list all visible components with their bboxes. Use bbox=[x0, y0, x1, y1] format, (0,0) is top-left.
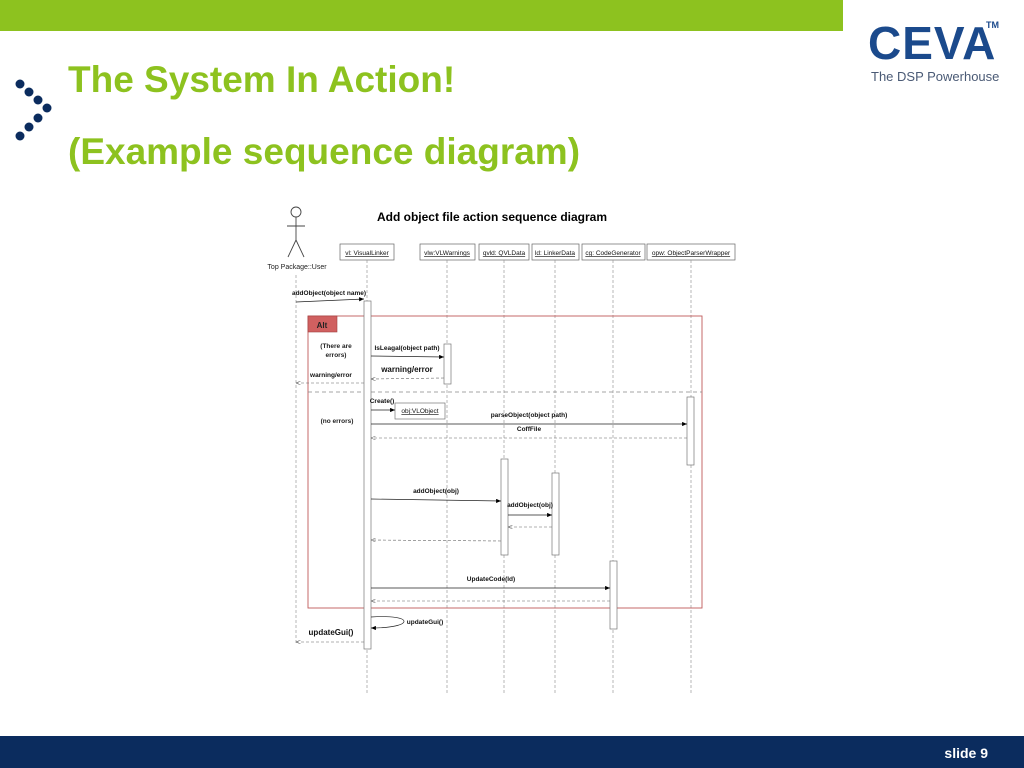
slide-title: The System In Action! bbox=[68, 59, 456, 100]
alt-guard-errors: (There are bbox=[320, 343, 352, 350]
message-warning-error-user: warning/error bbox=[309, 372, 352, 379]
user-actor-icon bbox=[287, 206, 305, 258]
logo-wordmark: CEVA bbox=[868, 17, 997, 69]
message-update-code: UpdateCode(ld) bbox=[467, 576, 515, 583]
lifeline-head-linkerdata: ld: LinkerData bbox=[531, 243, 580, 261]
message-update-gui-self: updateGui() bbox=[407, 619, 443, 626]
message-update-gui-user: updateGui() bbox=[309, 628, 354, 637]
alt-guard-no-errors: (no errors) bbox=[321, 418, 354, 425]
dotted-chevron-icon bbox=[15, 79, 52, 141]
activation-bars bbox=[363, 300, 695, 650]
return-arrow bbox=[371, 540, 502, 541]
lifeline-label: opw: ObjectParserWrapper bbox=[652, 250, 731, 257]
message-arrow bbox=[295, 297, 365, 303]
slide-number: slide 9 bbox=[944, 745, 988, 761]
footer-bar: slide 9 bbox=[0, 736, 1024, 768]
message-add-object-obj-1: addObject(obj) bbox=[413, 488, 459, 495]
sequence-diagram: Add object file action sequence diagram … bbox=[267, 206, 736, 695]
return-arrow bbox=[371, 378, 445, 379]
lifeline-head-qvldata: qvld: QVLData bbox=[478, 243, 530, 261]
message-is-legal: IsLeagal(object path) bbox=[374, 345, 439, 352]
self-message-arrow bbox=[370, 616, 405, 631]
alt-fragment bbox=[307, 315, 703, 609]
ceva-logo: CEVA TM The DSP Powerhouse bbox=[862, 18, 1012, 88]
lifeline-head-visuallinker: vl: VisualLinker bbox=[339, 243, 395, 261]
actor-label: Top Package::User bbox=[267, 264, 327, 271]
message-arrow bbox=[370, 498, 502, 504]
message-coff-file: CoffFile bbox=[517, 426, 542, 433]
logo-tagline: The DSP Powerhouse bbox=[871, 69, 1000, 84]
lifeline-label: cg: CodeGenerator bbox=[585, 250, 641, 257]
alt-operator-label: Alt bbox=[317, 321, 328, 330]
alt-operator-tab bbox=[307, 315, 338, 333]
created-object-vlobject: obj:VLObject bbox=[394, 402, 446, 420]
diagram-title: Add object file action sequence diagram bbox=[377, 210, 607, 224]
lifeline-label: qvld: QVLData bbox=[483, 250, 526, 257]
top-accent-bar bbox=[0, 0, 843, 31]
logo-trademark: TM bbox=[986, 20, 999, 30]
alt-guard-errors-line2: errors) bbox=[326, 352, 347, 359]
lifeline-label: ld: LinkerData bbox=[535, 250, 575, 257]
lifelines bbox=[295, 260, 692, 695]
lifeline-label: vl: VisualLinker bbox=[345, 250, 389, 257]
message-add-object-name: addObject(object name) bbox=[292, 290, 366, 297]
lifeline-label: vlw:VLWarnings bbox=[424, 250, 471, 257]
lifeline-head-codegenerator: cg: CodeGenerator bbox=[581, 243, 646, 261]
message-add-object-obj-2: addObject(obj) bbox=[507, 502, 553, 509]
message-arrow bbox=[370, 354, 445, 360]
message-parse-object: parseObject(object path) bbox=[491, 412, 568, 419]
slide-subtitle: (Example sequence diagram) bbox=[68, 131, 581, 172]
lifeline-head-vlwarnings: vlw:VLWarnings bbox=[419, 243, 476, 261]
lifeline-head-objectparserwrapper: opw: ObjectParserWrapper bbox=[646, 243, 736, 261]
created-object-label: obj:VLObject bbox=[401, 408, 438, 415]
message-create: Create() bbox=[370, 398, 395, 405]
message-warning-error-return: warning/error bbox=[380, 365, 433, 374]
